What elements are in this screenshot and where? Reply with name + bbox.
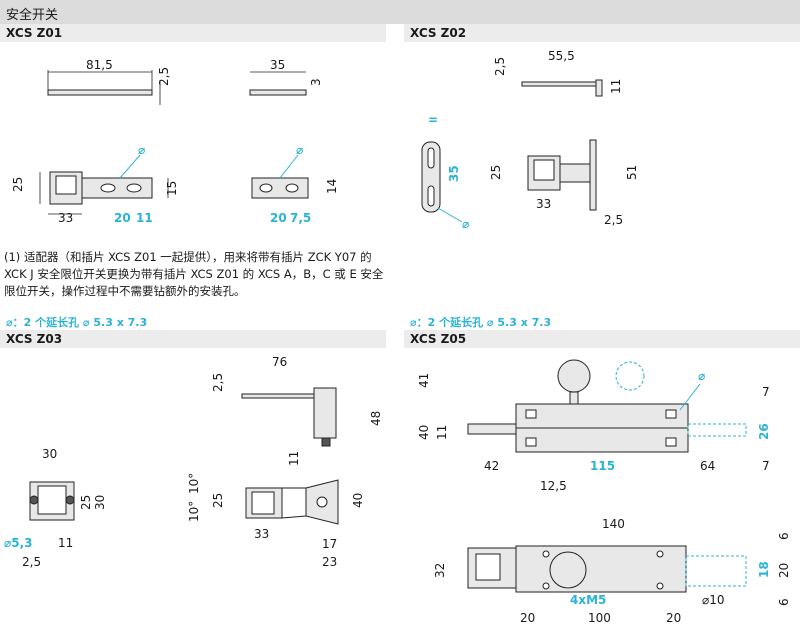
z05-w125: 12,5 bbox=[540, 479, 567, 493]
z05-w64: 64 bbox=[700, 459, 715, 473]
z02-h51: 51 bbox=[625, 165, 639, 180]
z03-d53: ⌀5,3 bbox=[4, 536, 32, 550]
z01b-thick: 3 bbox=[309, 78, 323, 86]
z03-drawing: 76 2,5 48 11 30 25 30 ⌀5,3 11 2,5 10° 10… bbox=[4, 355, 383, 569]
z02-strip bbox=[521, 81, 603, 87]
z01-tongue bbox=[81, 177, 153, 199]
hole-note-left: ⌀：2 个延长孔 ⌀ 5.3 x 7.3 bbox=[6, 316, 148, 329]
z02-h25: 25 bbox=[489, 165, 503, 180]
z01b-h14: 14 bbox=[325, 179, 339, 194]
z03-w30: 30 bbox=[42, 447, 57, 461]
z05-m5: 4xM5 bbox=[570, 593, 606, 607]
z03-d25: 2,5 bbox=[22, 555, 41, 569]
z01-d20: 20 bbox=[114, 211, 131, 225]
adapter-note: (1) 适配器（和插片 XCS Z01 一起提供），用来将带有插片 ZCK Y0… bbox=[4, 250, 384, 298]
z03-h25: 25 bbox=[79, 495, 93, 510]
z02-len: 55,5 bbox=[548, 49, 575, 63]
z02-h11: 11 bbox=[609, 79, 623, 94]
z03-h30: 30 bbox=[93, 495, 107, 510]
panel-title-z02: XCS Z02 bbox=[404, 24, 800, 42]
z03-len: 76 bbox=[272, 355, 287, 369]
z01-base: 33 bbox=[58, 211, 73, 225]
z03-strip bbox=[241, 393, 321, 399]
z03-w33: 33 bbox=[254, 527, 269, 541]
z03-d11: 11 bbox=[58, 536, 73, 550]
z05-h41: 41 bbox=[417, 373, 431, 388]
z01-d11: 11 bbox=[136, 211, 153, 225]
z05-h7b: 7 bbox=[762, 459, 770, 473]
z03-w17: 17 bbox=[322, 537, 337, 551]
z01-thick: 2,5 bbox=[157, 67, 171, 86]
z03-a10b: 10° bbox=[187, 473, 201, 494]
z01-drawing: 81,5 2,5 ⌀ 25 33 20 11 15 35 3 ⌀ 14 20 7… bbox=[11, 58, 339, 225]
z01-d15: 15 bbox=[165, 181, 179, 196]
z01b-len: 35 bbox=[270, 58, 285, 72]
z05-h32: 32 bbox=[433, 563, 447, 578]
z03-h11: 11 bbox=[287, 451, 301, 466]
z03-h25b: 25 bbox=[211, 493, 225, 508]
panel-title-z05: XCS Z05 bbox=[404, 330, 800, 348]
z01b-strip bbox=[249, 89, 307, 96]
z05-h20: 20 bbox=[777, 563, 791, 578]
z05-h11: 11 bbox=[435, 425, 449, 440]
z03-h48: 48 bbox=[369, 411, 383, 426]
z01b-d20: 20 bbox=[270, 211, 287, 225]
z05-h7: 7 bbox=[762, 385, 770, 399]
z05-w42: 42 bbox=[484, 459, 499, 473]
z05-h6: 6 bbox=[777, 532, 791, 540]
z05-h40: 40 bbox=[417, 425, 431, 440]
z02-d25: 2,5 bbox=[604, 213, 623, 227]
z03-thick: 2,5 bbox=[211, 373, 225, 392]
z05-dia: ⌀ bbox=[698, 369, 705, 383]
z05-h26: 26 bbox=[757, 423, 771, 440]
z03-w23: 23 bbox=[322, 555, 337, 569]
z01-len: 81,5 bbox=[86, 58, 113, 72]
z05-w115: 115 bbox=[590, 459, 615, 473]
z05-h18: 18 bbox=[757, 561, 771, 578]
z05-w20b: 20 bbox=[666, 611, 681, 625]
page-title: 安全开关 bbox=[6, 8, 59, 23]
z02-end-view bbox=[421, 141, 441, 213]
z01-height: 25 bbox=[11, 177, 25, 192]
panel-title-z03: XCS Z03 bbox=[0, 330, 386, 348]
z01-dia: ⌀ bbox=[138, 143, 145, 157]
z05-w20a: 20 bbox=[520, 611, 535, 625]
z05-w100: 100 bbox=[588, 611, 611, 625]
z02-thick: 2,5 bbox=[493, 57, 507, 76]
z05-d10: ⌀10 bbox=[702, 593, 725, 607]
z02-eq-top: = bbox=[428, 113, 438, 127]
z02-d35: 35 bbox=[447, 165, 461, 182]
z02-base: 33 bbox=[536, 197, 551, 211]
z01-strip-top bbox=[47, 89, 153, 96]
z05-knob bbox=[557, 359, 591, 393]
z02-drawing: 55,5 2,5 11 = 35 ⌀ 25 51 33 2,5 bbox=[421, 49, 639, 231]
z05-h6b: 6 bbox=[777, 598, 791, 606]
panel-title-z01: XCS Z01 bbox=[0, 24, 386, 42]
z02-dia: ⌀ bbox=[462, 217, 469, 231]
z01b-dia: ⌀ bbox=[296, 143, 303, 157]
z01b-d75: 7,5 bbox=[290, 211, 311, 225]
header-bar bbox=[0, 0, 800, 24]
z05-drawing: ⌀ 41 7 40 11 26 42 115 64 12,5 7 140 32 … bbox=[417, 359, 791, 625]
z03-a10: 10° bbox=[187, 501, 201, 522]
z03-h40: 40 bbox=[351, 493, 365, 508]
hole-note-right: ⌀：2 个延长孔 ⌀ 5.3 x 7.3 bbox=[410, 316, 552, 329]
z05-w140: 140 bbox=[602, 517, 625, 531]
